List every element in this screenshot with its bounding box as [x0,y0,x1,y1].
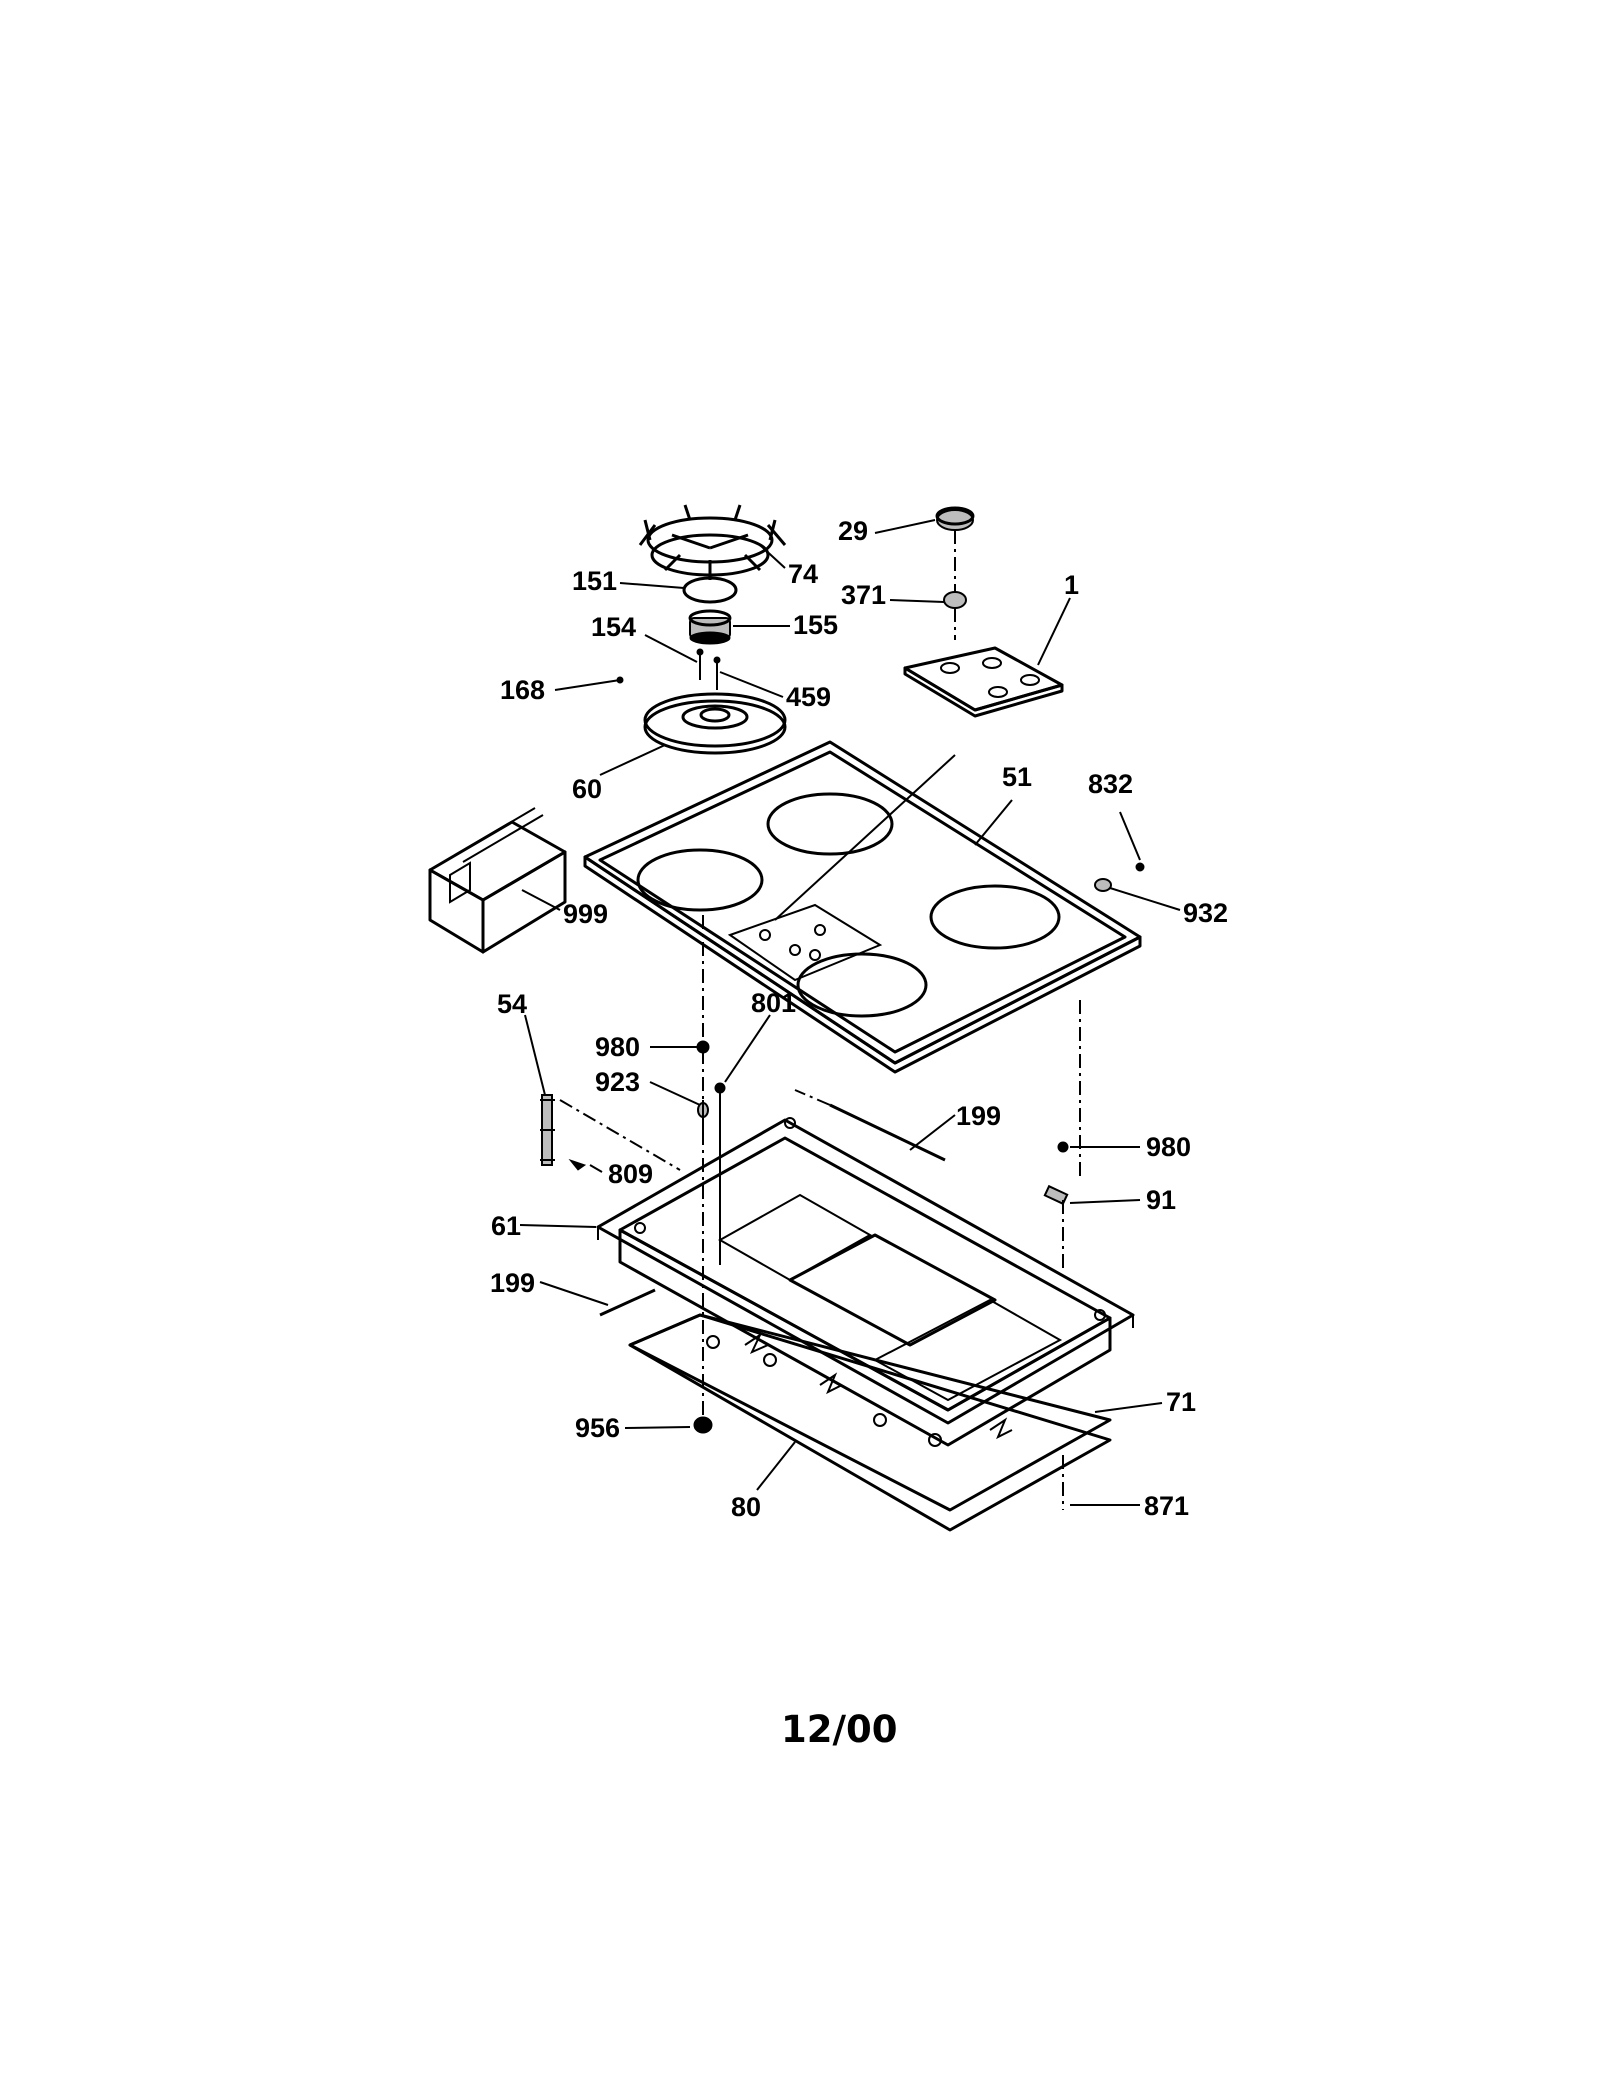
callout-74: 74 [788,559,818,589]
callout-1: 1 [1064,570,1079,600]
callout-801: 801 [751,988,796,1018]
callout-151: 151 [572,566,617,596]
knob-bezel [943,530,967,640]
parts-box [428,807,567,954]
callout-832: 832 [1088,769,1133,799]
callout-923: 923 [595,1067,640,1097]
callout-199-upper: 199 [956,1101,1001,1131]
callout-932: 932 [1183,898,1228,928]
right-fasteners [1043,1000,1081,1510]
gas-tube [599,1089,946,1317]
callout-980-upper: 980 [595,1032,640,1062]
center-fasteners [693,915,726,1434]
bottom-shield [628,1313,1112,1532]
callout-labels: 29 74 151 371 1 154 155 168 459 60 51 83… [490,516,1228,1522]
callout-91: 91 [1146,1185,1176,1215]
callout-71: 71 [1166,1387,1196,1417]
burner-grate [638,504,787,580]
cooktop-screw [1094,862,1145,892]
callout-80: 80 [731,1492,761,1522]
burner-head [688,609,732,645]
burner-box [596,1117,1135,1447]
date-code: 12/00 [781,1708,898,1751]
callout-871: 871 [1144,1491,1189,1521]
callout-154: 154 [591,612,636,642]
callout-999: 999 [563,899,608,929]
burner-screws [696,648,721,690]
callout-61: 61 [491,1211,521,1241]
callout-956: 956 [575,1413,620,1443]
callout-29: 29 [838,516,868,546]
burner-base [616,676,787,755]
leader-lines [519,519,1181,1506]
cooktop-glass [583,740,1142,1074]
callout-54: 54 [497,989,527,1019]
callout-168: 168 [500,675,545,705]
callout-371: 371 [841,580,886,610]
callout-980-lower: 980 [1146,1132,1191,1162]
control-knob [935,506,975,531]
burner-ring [682,576,738,604]
callout-51: 51 [1002,762,1032,792]
callout-199-lower: 199 [490,1268,535,1298]
control-panel-overlay [903,646,1064,718]
callout-155: 155 [793,610,838,640]
callout-809: 809 [608,1159,653,1189]
callout-60: 60 [572,774,602,804]
mounting-bracket [540,1094,681,1171]
callout-459: 459 [786,682,831,712]
